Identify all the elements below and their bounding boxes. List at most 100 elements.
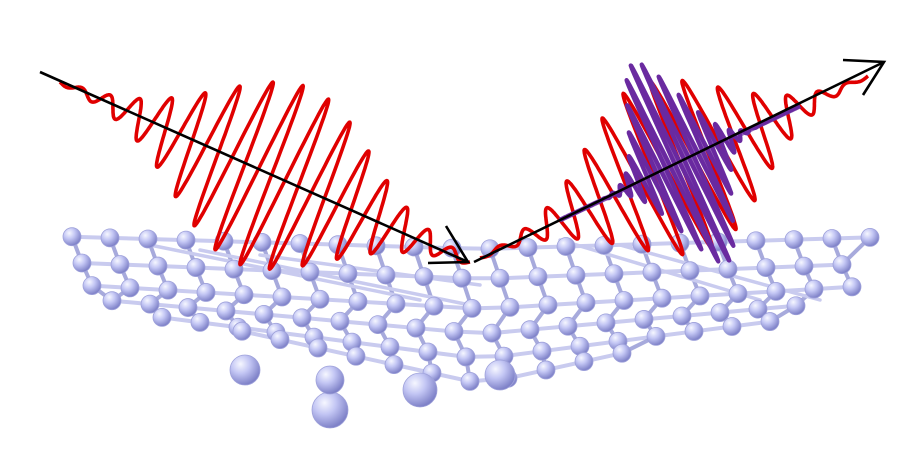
atom bbox=[520, 320, 540, 340]
atom bbox=[368, 315, 388, 335]
atom bbox=[72, 253, 92, 273]
atom bbox=[176, 230, 196, 250]
atom bbox=[722, 317, 742, 336]
atom bbox=[460, 371, 480, 391]
atom bbox=[538, 295, 558, 315]
atom bbox=[300, 262, 320, 282]
atom bbox=[452, 268, 472, 288]
atom bbox=[748, 299, 768, 319]
atom bbox=[652, 288, 672, 308]
atom bbox=[380, 337, 400, 357]
atom bbox=[292, 308, 312, 328]
atom bbox=[518, 238, 538, 258]
atom bbox=[348, 292, 368, 311]
atom bbox=[528, 267, 548, 287]
atom bbox=[186, 258, 206, 277]
atom bbox=[330, 311, 350, 331]
atom bbox=[576, 293, 596, 313]
atom bbox=[254, 304, 274, 324]
atom bbox=[234, 285, 254, 305]
atom bbox=[376, 265, 396, 285]
atom bbox=[594, 235, 614, 255]
atom bbox=[196, 283, 216, 302]
atom bbox=[386, 294, 406, 314]
atom bbox=[766, 281, 786, 301]
incident-beam-arrow-icon bbox=[427, 225, 471, 265]
atom bbox=[216, 301, 236, 321]
atom bbox=[680, 261, 700, 281]
atom bbox=[152, 307, 172, 327]
atom bbox=[310, 289, 330, 309]
atom bbox=[642, 262, 662, 282]
atom bbox=[710, 303, 730, 322]
atom bbox=[566, 265, 586, 285]
atom bbox=[786, 296, 806, 316]
atom bbox=[346, 346, 366, 366]
arrows-layer bbox=[39, 58, 887, 265]
atom bbox=[102, 291, 122, 311]
atom bbox=[100, 228, 120, 248]
atom bbox=[62, 227, 82, 247]
atom bbox=[462, 298, 482, 318]
atom bbox=[484, 359, 516, 391]
atom bbox=[860, 227, 880, 247]
atom bbox=[140, 294, 160, 314]
atom bbox=[120, 278, 140, 298]
atom bbox=[690, 286, 710, 306]
crystal-lattice bbox=[62, 227, 880, 429]
atom bbox=[402, 372, 438, 408]
atom bbox=[634, 310, 654, 329]
atom bbox=[424, 296, 444, 316]
atom bbox=[414, 267, 434, 287]
atom bbox=[500, 297, 520, 317]
reflected-beam-line bbox=[473, 60, 885, 264]
atom bbox=[612, 343, 632, 363]
atom bbox=[804, 279, 824, 299]
atom bbox=[794, 256, 814, 276]
atom bbox=[418, 342, 438, 362]
atom bbox=[384, 355, 404, 375]
atom bbox=[596, 313, 616, 333]
atom bbox=[532, 341, 552, 361]
atom bbox=[832, 255, 852, 275]
atom bbox=[760, 312, 780, 331]
atom bbox=[232, 321, 252, 341]
atom bbox=[482, 323, 502, 343]
incident-beam-line bbox=[39, 70, 469, 264]
atom bbox=[784, 230, 804, 250]
atom bbox=[456, 347, 476, 367]
atom bbox=[272, 287, 292, 307]
atom bbox=[338, 264, 358, 284]
atom bbox=[138, 229, 158, 249]
atom bbox=[110, 255, 130, 274]
atom bbox=[756, 258, 776, 278]
bond bbox=[148, 243, 422, 302]
atom bbox=[229, 354, 261, 386]
atom bbox=[190, 312, 210, 332]
atom bbox=[728, 284, 748, 304]
incident-wave-packet bbox=[58, 80, 472, 271]
atom bbox=[490, 268, 510, 288]
atom bbox=[158, 280, 178, 300]
reflected-beam-arrow-icon bbox=[842, 58, 887, 96]
atom bbox=[148, 256, 168, 276]
atom bbox=[842, 277, 862, 297]
atom bbox=[82, 276, 102, 296]
atom bbox=[822, 229, 842, 248]
atom bbox=[718, 259, 738, 279]
atom bbox=[684, 322, 704, 341]
atom bbox=[556, 237, 576, 256]
atom bbox=[178, 298, 198, 317]
atom bbox=[646, 326, 666, 346]
atom bbox=[315, 365, 345, 395]
atom bbox=[558, 316, 578, 336]
atom bbox=[444, 322, 464, 341]
atom bbox=[574, 352, 594, 371]
atom bbox=[311, 391, 349, 429]
atom bbox=[746, 231, 766, 251]
atom bbox=[270, 330, 290, 349]
atom bbox=[614, 291, 634, 310]
atom bbox=[604, 264, 624, 284]
